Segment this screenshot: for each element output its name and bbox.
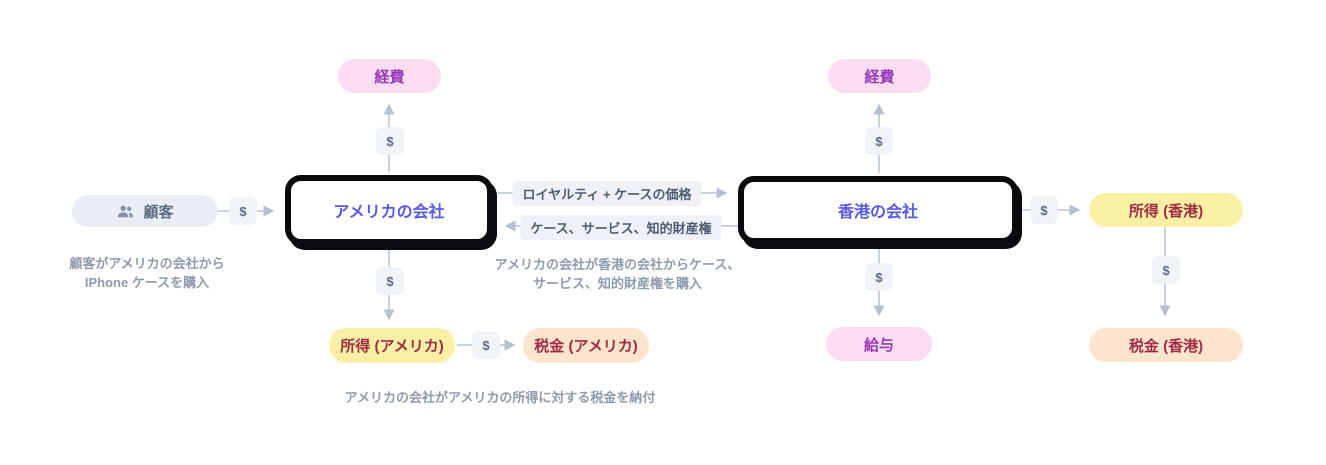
flow-label-hk-to-us: ケース、サービス、知的財産権 (520, 215, 722, 240)
node-income-us: 所得 (アメリカ) (329, 328, 455, 363)
customer-label: 顧客 (143, 203, 174, 221)
tax-note: アメリカの会社がアメリカの所得に対する税金を納付 (344, 390, 656, 405)
customer-note-line1: 顧客がアメリカの会社から (69, 256, 225, 271)
dollar-badge-income-tax-hk: $ (1152, 256, 1180, 284)
node-tax-us: 税金 (アメリカ) (523, 328, 649, 363)
node-hk-company: 香港の会社 (738, 176, 1018, 244)
dollar-badge-us-income: $ (376, 267, 404, 295)
node-customer: 顧客 (72, 195, 218, 227)
node-us-company: アメリカの会社 (285, 175, 493, 245)
purchase-note-line2: サービス、知的財産権を購入 (532, 275, 702, 291)
flow-label-us-to-hk: ロイヤルティ + ケースの価格 (512, 181, 702, 206)
dollar-badge-hk-salary: $ (865, 263, 893, 291)
node-expenses-us: 経費 (338, 59, 441, 93)
dollar-badge-customer-us: $ (229, 197, 257, 225)
customer-note-line2: IPhone ケースを購入 (84, 274, 210, 290)
node-income-hk: 所得 (香港) (1089, 193, 1243, 227)
purchase-note: アメリカの会社が香港の会社からケース、 サービス、知的財産権を購入 (475, 256, 760, 294)
customer-note: 顧客がアメリカの会社から IPhone ケースを購入 (42, 255, 252, 293)
node-salary: 給与 (826, 327, 932, 361)
node-expenses-hk: 経費 (828, 59, 931, 93)
dollar-badge-hk-expenses: $ (865, 127, 893, 155)
dollar-badge-income-tax-us: $ (472, 331, 500, 359)
users-icon (116, 202, 135, 221)
dollar-badge-us-expenses: $ (376, 127, 404, 155)
purchase-note-line1: アメリカの会社が香港の会社からケース、 (494, 257, 741, 272)
node-tax-hk: 税金 (香港) (1089, 328, 1243, 362)
dollar-badge-hk-income: $ (1030, 196, 1058, 224)
